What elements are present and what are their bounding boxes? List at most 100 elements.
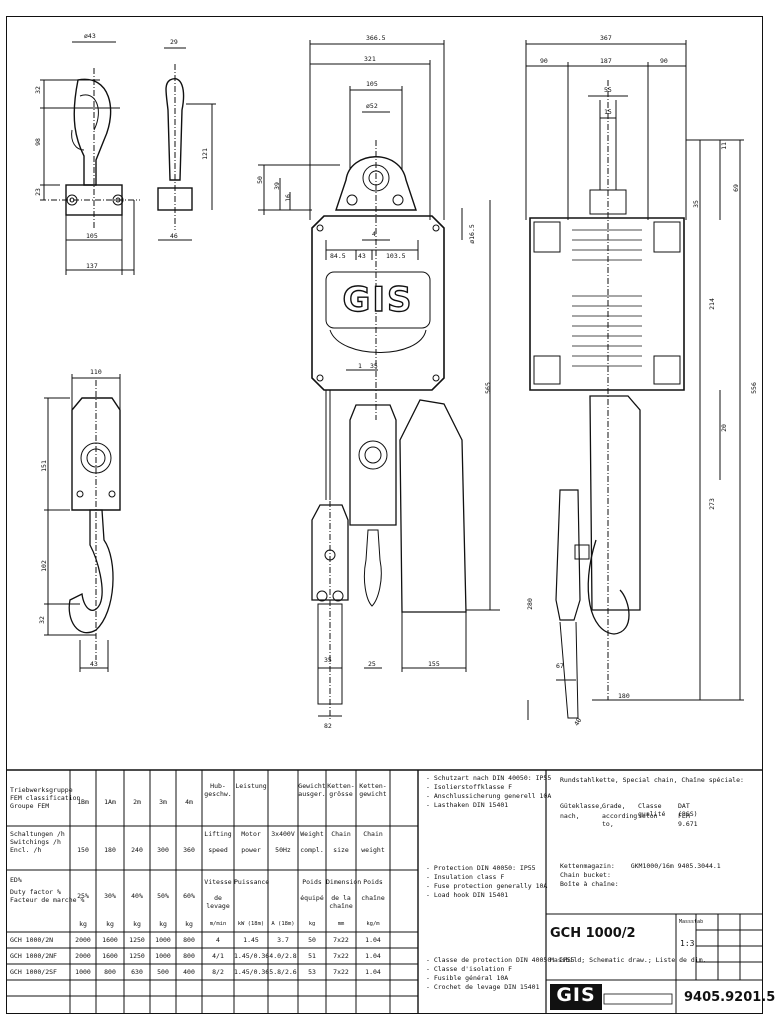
hook-front-view: [40, 68, 140, 230]
param-header: Dimension: [326, 878, 362, 886]
dim-35a: 35: [370, 362, 378, 370]
model-capacity: 800: [183, 952, 195, 960]
model-w: 51: [308, 952, 316, 960]
hoist-front-view: [311, 140, 467, 720]
model-a: 5.8/2.6: [269, 968, 297, 976]
dim-321: 321: [364, 55, 376, 63]
model-w: 53: [308, 968, 316, 976]
model-p: 1.45: [243, 936, 259, 944]
scale-label: Massstab: [679, 919, 704, 925]
model-cw: 1.04: [365, 968, 381, 976]
model-p: 1.45/0.36: [234, 952, 270, 960]
dim-4: 4: [372, 230, 376, 238]
chain-title: Rundstahlkette, Special chain, Chaîne sp…: [560, 776, 744, 784]
dim-23: 23: [33, 188, 42, 196]
model-cw: 1.04: [365, 936, 381, 944]
param-unit: kW (18m): [237, 921, 265, 927]
dim-137: 137: [86, 262, 98, 270]
fem-class-cell: 2m: [133, 798, 141, 806]
param-header: weight: [361, 846, 385, 854]
param-header: Motor: [241, 830, 261, 838]
model-p: 1.45/0.36: [234, 968, 270, 976]
dim-105b: 105: [366, 80, 378, 88]
model-capacity: 2000: [75, 952, 91, 960]
dim-273: 273: [707, 498, 716, 510]
param-header: Leistung: [235, 782, 267, 790]
model-capacity: 1250: [129, 936, 145, 944]
dim-366: 366.5: [366, 34, 386, 42]
dim-52: ø52: [366, 102, 378, 110]
dim-151: 151: [39, 460, 48, 472]
dim-16: 16: [283, 194, 292, 202]
switchings-cell: 360: [183, 846, 195, 854]
dim-121: 121: [200, 148, 209, 160]
model-capacity: 1250: [129, 952, 145, 960]
param-header: ausger.: [298, 790, 326, 798]
model-s: 8/2: [212, 968, 224, 976]
model-capacity: 400: [183, 968, 195, 976]
unit-cell: kg: [79, 920, 87, 928]
scale-value: 1:3: [680, 939, 695, 948]
model-capacity: 2000: [75, 936, 91, 944]
model-cw: 1.04: [365, 952, 381, 960]
param-header: size: [333, 846, 349, 854]
dim-15: 15: [604, 108, 612, 116]
dim-69: 69: [731, 184, 740, 192]
param-header: power: [241, 846, 261, 854]
product-title: GCH 1000/2: [550, 926, 636, 941]
param-header: gewicht: [359, 790, 387, 798]
model-capacity: 1000: [155, 952, 171, 960]
dim-102: 102: [39, 560, 48, 572]
dim-35c: 35: [691, 200, 700, 208]
model-s: 4: [216, 936, 220, 944]
param-header: geschw.: [204, 790, 232, 798]
duty-factor-cell: 40%: [131, 892, 143, 900]
unit-cell: kg: [106, 920, 114, 928]
param-header: compl.: [300, 846, 324, 854]
notes-de: - Schutzart nach DIN 40050: IP55- Isolie…: [426, 774, 552, 809]
dim-187: 187: [600, 57, 612, 65]
switchings-cell: 150: [77, 846, 89, 854]
dim-105a: 105: [86, 232, 98, 240]
dim-16-5: ø16.5: [467, 224, 476, 244]
footer-logo-box: [550, 984, 602, 1010]
dim-110: 110: [90, 368, 102, 376]
param-header: Ketten-: [359, 782, 387, 790]
dim-39: 39: [272, 182, 281, 190]
dim-367: 367: [600, 34, 612, 42]
model-capacity: 1000: [155, 936, 171, 944]
model-capacity: 800: [104, 968, 116, 976]
fem-class-cell: 4m: [185, 798, 193, 806]
switchings-cell: 180: [104, 846, 116, 854]
drawing-number: 9405.9201.5: [684, 990, 775, 1005]
dim-98: 98: [33, 138, 42, 146]
hook-side-view: [157, 64, 193, 230]
param-header: de la chaîne: [329, 894, 353, 910]
param-unit: kg/m: [366, 921, 380, 927]
dim-556: 556: [749, 382, 758, 394]
duty-factor-cell: 60%: [183, 892, 195, 900]
switchings-cell: 300: [157, 846, 169, 854]
notes-en: - Protection DIN 40050: IP55- Insulation…: [426, 864, 548, 899]
model-c: 7x22: [333, 936, 349, 944]
model-c: 7x22: [333, 952, 349, 960]
param-header: Weight: [300, 830, 324, 838]
param-header: Lifting: [204, 830, 232, 838]
dim-43b: 43: [358, 252, 366, 260]
dim-55: 55: [604, 86, 612, 94]
dim-50: 50: [255, 176, 264, 184]
param-header: Hub-: [210, 782, 226, 790]
model-capacity: 630: [131, 968, 143, 976]
param-header: speed: [208, 846, 228, 854]
hoist-side-view: [529, 80, 685, 719]
dim-43c: 43: [90, 660, 98, 668]
param-header: Ketten-: [327, 782, 355, 790]
dim-155: 155: [428, 660, 440, 668]
param-header: grösse: [329, 790, 353, 798]
model-capacity: 1600: [102, 936, 118, 944]
param-header: 50Hz: [275, 846, 291, 854]
param-header: Chain: [363, 830, 383, 838]
model-name: GCH 1000/2SF: [10, 968, 57, 976]
dim-82: 82: [324, 722, 332, 730]
